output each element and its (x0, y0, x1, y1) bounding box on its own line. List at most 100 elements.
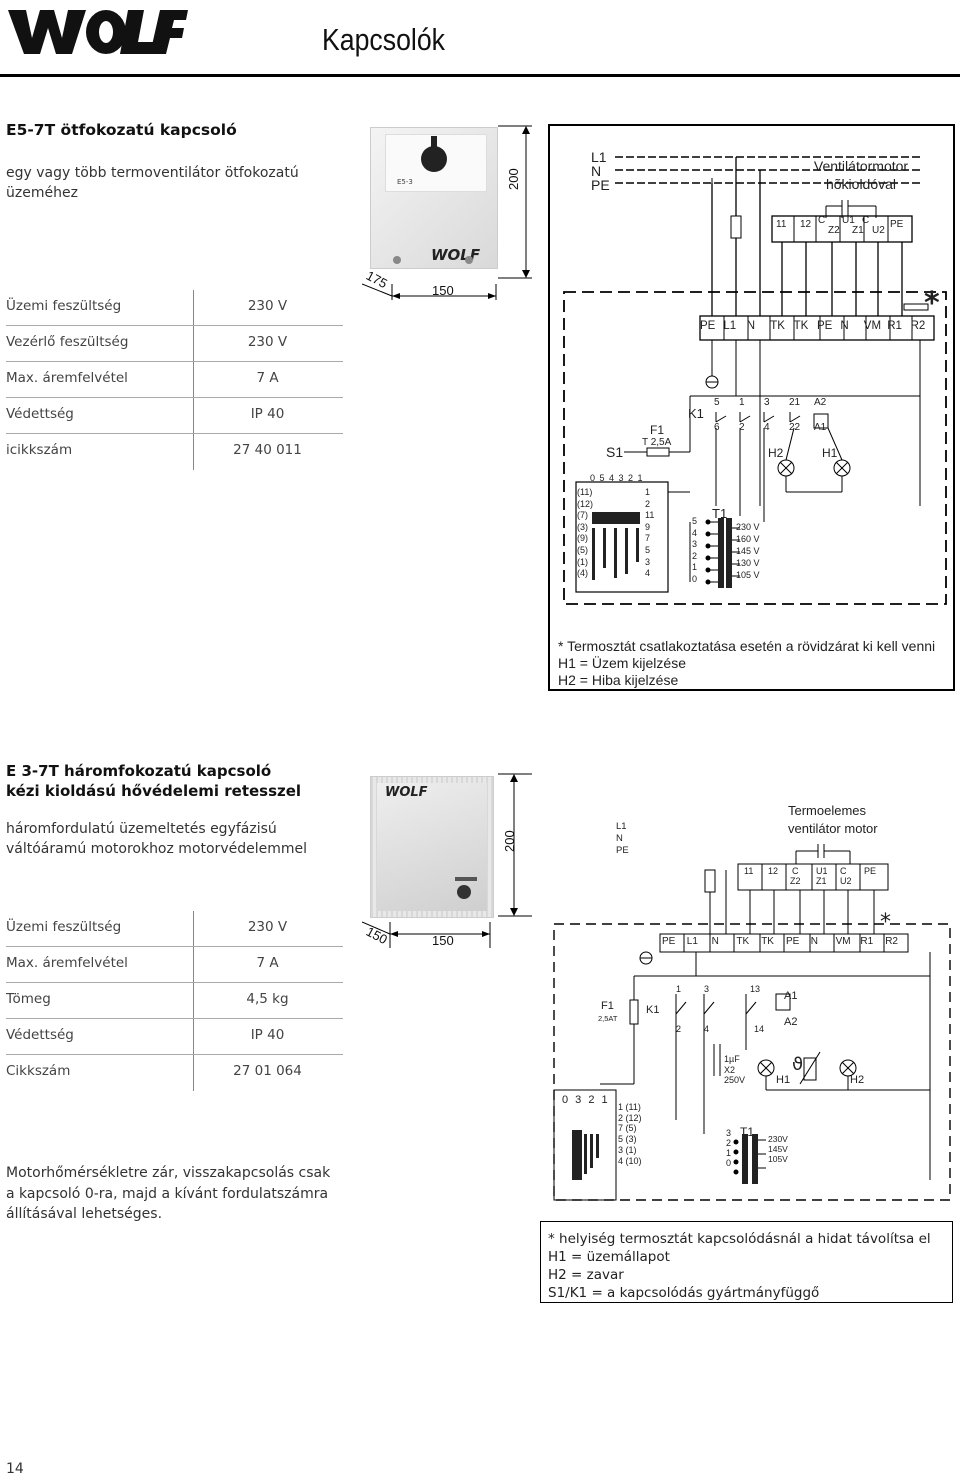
switch-terminal: (3) (577, 521, 588, 532)
section2-note: Motorhőmérsékletre zár, visszakapcsolás … (6, 1165, 331, 1222)
page-number: 14 (6, 1461, 24, 1477)
capacitor-label: 1µF X2 250V (724, 1054, 746, 1085)
supply-labels-2: L1 N PE (616, 821, 629, 856)
strip-terminal: R2 (910, 320, 926, 332)
strip-terminal: N (711, 936, 719, 947)
dim-width-2: 150 (432, 933, 454, 948)
strip-terminal: TK (793, 320, 809, 332)
section1-wiring-diagram (563, 156, 947, 605)
switch-terminals-2: 1 (11)2 (12)7 (5)5 (3)3 (1)4 (10) (618, 1102, 642, 1166)
switch-e5-photo: E5-3 WOLF (370, 127, 498, 269)
motor-terminal: U1 (842, 215, 855, 226)
strip-terminal: N (810, 936, 819, 947)
motor-terminal: U2 (840, 876, 852, 886)
spec-label: icikkszám (6, 442, 73, 458)
lamp-h2-label-2: H2 (850, 1074, 865, 1086)
section2-notes-frame (540, 1221, 953, 1303)
switch-terminal: 1 (645, 487, 651, 497)
motor-title-1: Ventilátormotor hõkioldóval (813, 158, 909, 192)
tap-number: 2 (726, 1138, 732, 1148)
fuse-rating-1: T 2,5A (642, 437, 672, 448)
section2-dimensions (362, 773, 532, 948)
relay-contact-2: 2 (676, 1024, 682, 1034)
section1-heading: E5-7T ötfokozatú kapcsoló (6, 121, 237, 139)
relay-contact-4: 4 (704, 1024, 710, 1034)
spec-divider (193, 326, 194, 362)
tap-number: 1 (692, 562, 698, 573)
strip-terminal: R1 (860, 936, 874, 947)
strip-terminal: VM (835, 936, 851, 947)
spec-rule (6, 397, 343, 398)
strip-terminal: PE (786, 936, 800, 947)
spec-divider (193, 947, 194, 983)
spec-rule (6, 982, 343, 983)
spec-divider (193, 1019, 194, 1055)
motor-terminal: 12 (768, 866, 779, 876)
dim-height-1: 200 (506, 168, 521, 190)
switch-terminal: 7 (645, 533, 651, 544)
strip-terminal: N (746, 320, 756, 332)
motor-terminal: 11 (776, 219, 787, 230)
strip-terminal: TK (736, 936, 750, 947)
switch-terminal: 11 (645, 510, 655, 521)
motor-terminal: C (792, 866, 799, 876)
tap-number: 0 (692, 573, 698, 584)
spec-label: Cikkszám (6, 1063, 71, 1079)
motor-terminal: PE (864, 866, 877, 876)
spec-value: 7 A (256, 370, 279, 386)
transformer-label-2: T1 (740, 1125, 755, 1139)
relay-contact: 3 (764, 397, 770, 408)
diagram-note: * Termosztát csatlakoztatása esetén a rö… (558, 638, 936, 654)
strip-terminal: R2 (885, 936, 898, 947)
switch-terminal: 5 (645, 544, 651, 555)
spec-rule (6, 1054, 343, 1055)
tap-number: 2 (692, 550, 698, 561)
motor-terminal: Z2 (790, 876, 801, 886)
motor-terminal: U1 (816, 866, 828, 876)
dim-height-2: 200 (502, 830, 517, 852)
switch-terminal: (9) (577, 533, 588, 544)
spec-label: Védettség (6, 406, 74, 422)
tap-voltage: 145V (768, 1144, 788, 1154)
section2-heading-2: kézi kioldású hővédelemi retesszel (6, 782, 302, 800)
motor-terminal: U2 (872, 225, 885, 236)
motor-terminal: Z1 (816, 876, 827, 886)
diagram-note: H2 = Hiba kijelzése (558, 672, 679, 688)
spec-value: IP 40 (250, 1027, 285, 1043)
motor-terminal: C (818, 215, 826, 226)
diagram-note: H1 = üzemállapot (548, 1249, 670, 1265)
thermostat-symbol: ϑ (792, 1054, 804, 1075)
switch-terminal: 4 (645, 568, 651, 579)
switch-terminal: 4 (10) (618, 1155, 642, 1166)
section1-description: egy vagy több termoventilátor ötfokozatú… (6, 165, 299, 201)
diagram-note: S1/K1 = a kapcsolódás gyártmányfüggő (548, 1285, 820, 1301)
spec-value: 230 V (247, 919, 288, 935)
switch-positions-1: 0 5 4 3 2 1 (590, 473, 644, 483)
header-rule (0, 74, 960, 77)
spec-rule (6, 433, 343, 434)
diagram-note: * helyiség termosztát kapcsolódásnál a h… (548, 1231, 931, 1247)
spec-rule (6, 361, 343, 362)
photo2-logo: WOLF (385, 785, 428, 800)
switch-terminal: 9 (645, 521, 651, 532)
fuse-label-2: F1 (601, 1000, 614, 1012)
tap-number: 3 (692, 539, 698, 550)
spec-divider (193, 983, 194, 1019)
spec-rule (6, 1018, 343, 1019)
section2-wiring-diagram (553, 844, 951, 1201)
diagram-note: H2 = zavar (548, 1267, 624, 1283)
spec-label: Üzemi feszültség (6, 919, 122, 935)
spec-label: Védettség (6, 1027, 74, 1043)
switch-terminal: (5) (577, 544, 588, 555)
strip-terminal: TK (761, 936, 774, 947)
relay-contact: A2 (814, 397, 827, 408)
relay-contact-13: 13 (750, 984, 761, 994)
spec-value: 230 V (247, 298, 288, 314)
